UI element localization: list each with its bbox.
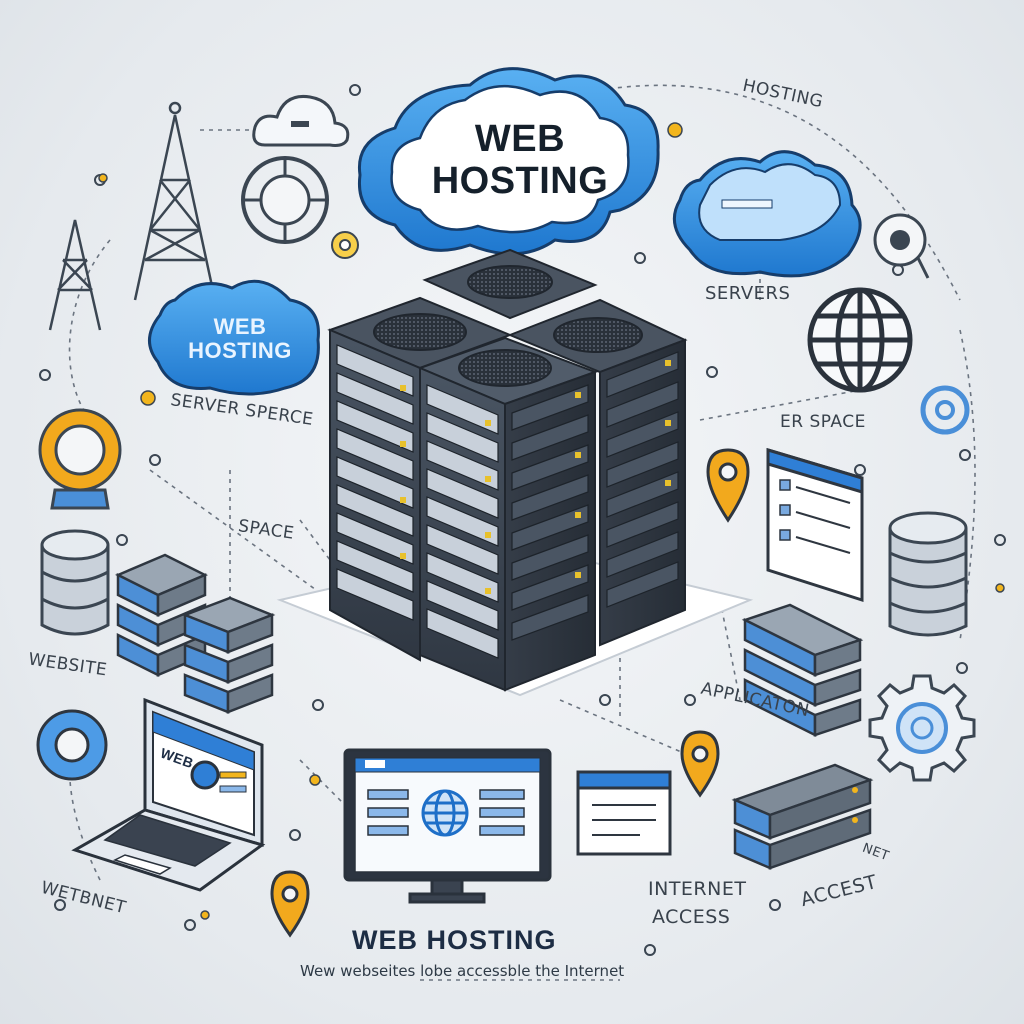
target-icon-left [36,709,108,781]
access-label: ACCESS [652,906,731,928]
footer-title: WEB HOSTING [352,925,557,955]
cloud-icon-left [148,279,320,396]
laptop-icon [71,697,266,892]
switch-icon [115,553,276,714]
server-rack-icon [276,248,754,697]
ring-icon [241,156,329,244]
internet-label: INTERNET [648,878,747,900]
monitor-icon [343,748,552,904]
cloud-icon-right [672,150,862,278]
small-gear-icon [331,231,359,259]
database-icon [40,529,110,636]
document-icon [766,447,864,603]
target-icon [873,213,930,279]
database-icon-right [888,511,968,637]
connector-lines [68,84,976,981]
server-tower-back [422,248,598,320]
globe-icon [807,287,913,393]
cloud-upload-icon [252,94,350,147]
footer-subtitle: Wew webseites lobe accessble the Interne… [300,962,625,980]
ring-target-icon [920,385,970,435]
cloud-icon [357,67,660,256]
map-pin-icon [270,448,750,938]
browser-window-icon [576,770,672,856]
gear-icon [868,674,976,782]
switch-icon-right [731,763,874,870]
radio-tower-icon [48,101,217,331]
cloud-small-label: WEB HOSTING [188,314,292,363]
er-space-label: ER SPACE [780,412,866,432]
webcam-icon [38,408,122,510]
cloud-main-label: WEB HOSTING [431,118,609,202]
server-stack-icon [741,603,864,738]
rack-slots [336,344,679,659]
globe-icon-screen [421,789,469,837]
servers-label: SERVERS [705,283,791,304]
